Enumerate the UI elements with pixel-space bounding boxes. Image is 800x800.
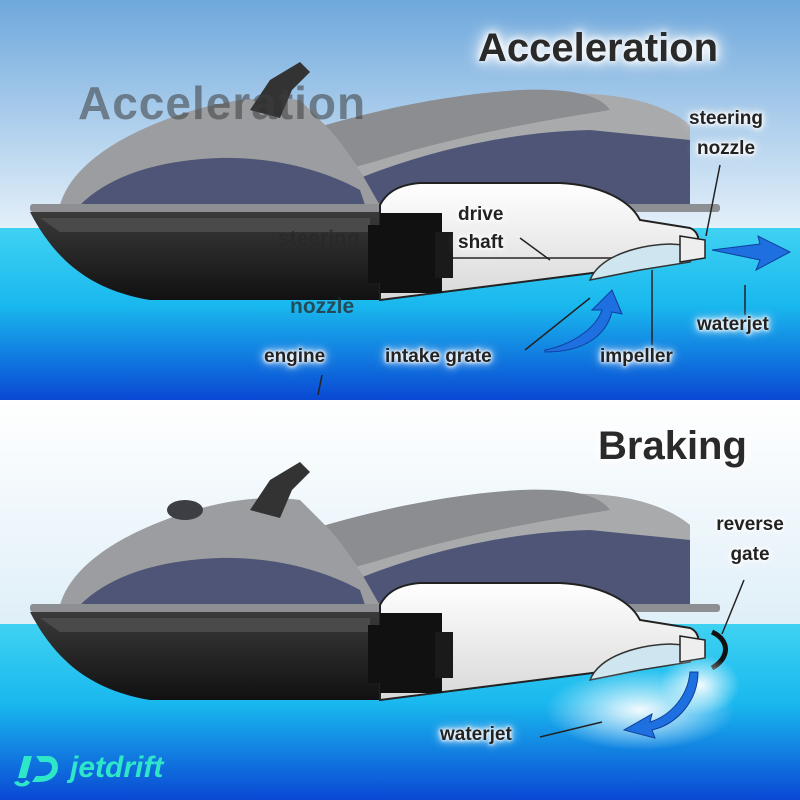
acceleration-illustration: [0, 0, 800, 400]
waterjet-arrow: [711, 235, 792, 272]
jd-logo-icon: [14, 756, 58, 787]
intake-arrow: [544, 289, 623, 353]
handlebar: [250, 62, 310, 118]
engine-front: [368, 625, 388, 683]
ghost-nozzle-label: nozzle: [290, 295, 355, 318]
braking-illustration: [0, 400, 800, 800]
braking-title: Braking: [598, 424, 747, 468]
label-waterjet: waterjet: [697, 314, 769, 335]
label-nozzle: nozzle: [696, 138, 756, 159]
engine-pulley: [435, 632, 453, 678]
engine-block: [380, 613, 442, 693]
acceleration-panel: Acceleration steering nozzle Acceleratio…: [0, 0, 800, 400]
label-shaft: shaft: [458, 232, 504, 253]
acceleration-title: Acceleration: [478, 26, 719, 70]
leader-steering-nozzle: [705, 164, 721, 237]
hull: [30, 612, 380, 700]
leader-reverse-gate: [721, 579, 745, 635]
ghost-steering-label: steering: [278, 227, 360, 250]
engine-pulley: [435, 232, 453, 278]
label-engine: engine: [264, 346, 326, 367]
leader-drive-shaft: [519, 237, 551, 261]
brand-name: jetdrift: [70, 751, 164, 784]
label-waterjet: waterjet: [440, 724, 512, 745]
leader-waterjet: [539, 721, 603, 738]
reverse-waterjet-arrow: [622, 671, 699, 739]
leader-engine: [317, 374, 323, 396]
windshield: [167, 500, 203, 520]
engine-block: [380, 213, 442, 293]
hull-highlight: [40, 618, 370, 632]
leader-intake: [524, 297, 591, 351]
label-drive: drive: [458, 204, 504, 225]
hull-highlight: [40, 218, 370, 232]
jetdrift-logo: jetdrift: [12, 742, 163, 794]
engine-front: [368, 225, 388, 283]
label-gate: gate: [730, 544, 770, 565]
front-stripe: [80, 557, 365, 605]
nozzle: [679, 235, 706, 263]
handlebar: [250, 462, 310, 518]
braking-panel: Braking reverse gate waterjet: [0, 400, 800, 800]
spray-2: [660, 655, 740, 715]
hull: [30, 212, 380, 300]
label-steering: steering: [689, 108, 763, 129]
label-reverse: reverse: [716, 514, 784, 535]
label-intake-grate: intake grate: [385, 346, 492, 367]
front-stripe: [80, 157, 365, 205]
label-impeller: impeller: [600, 346, 673, 367]
ghost-acceleration-title: Acceleration: [78, 77, 367, 129]
